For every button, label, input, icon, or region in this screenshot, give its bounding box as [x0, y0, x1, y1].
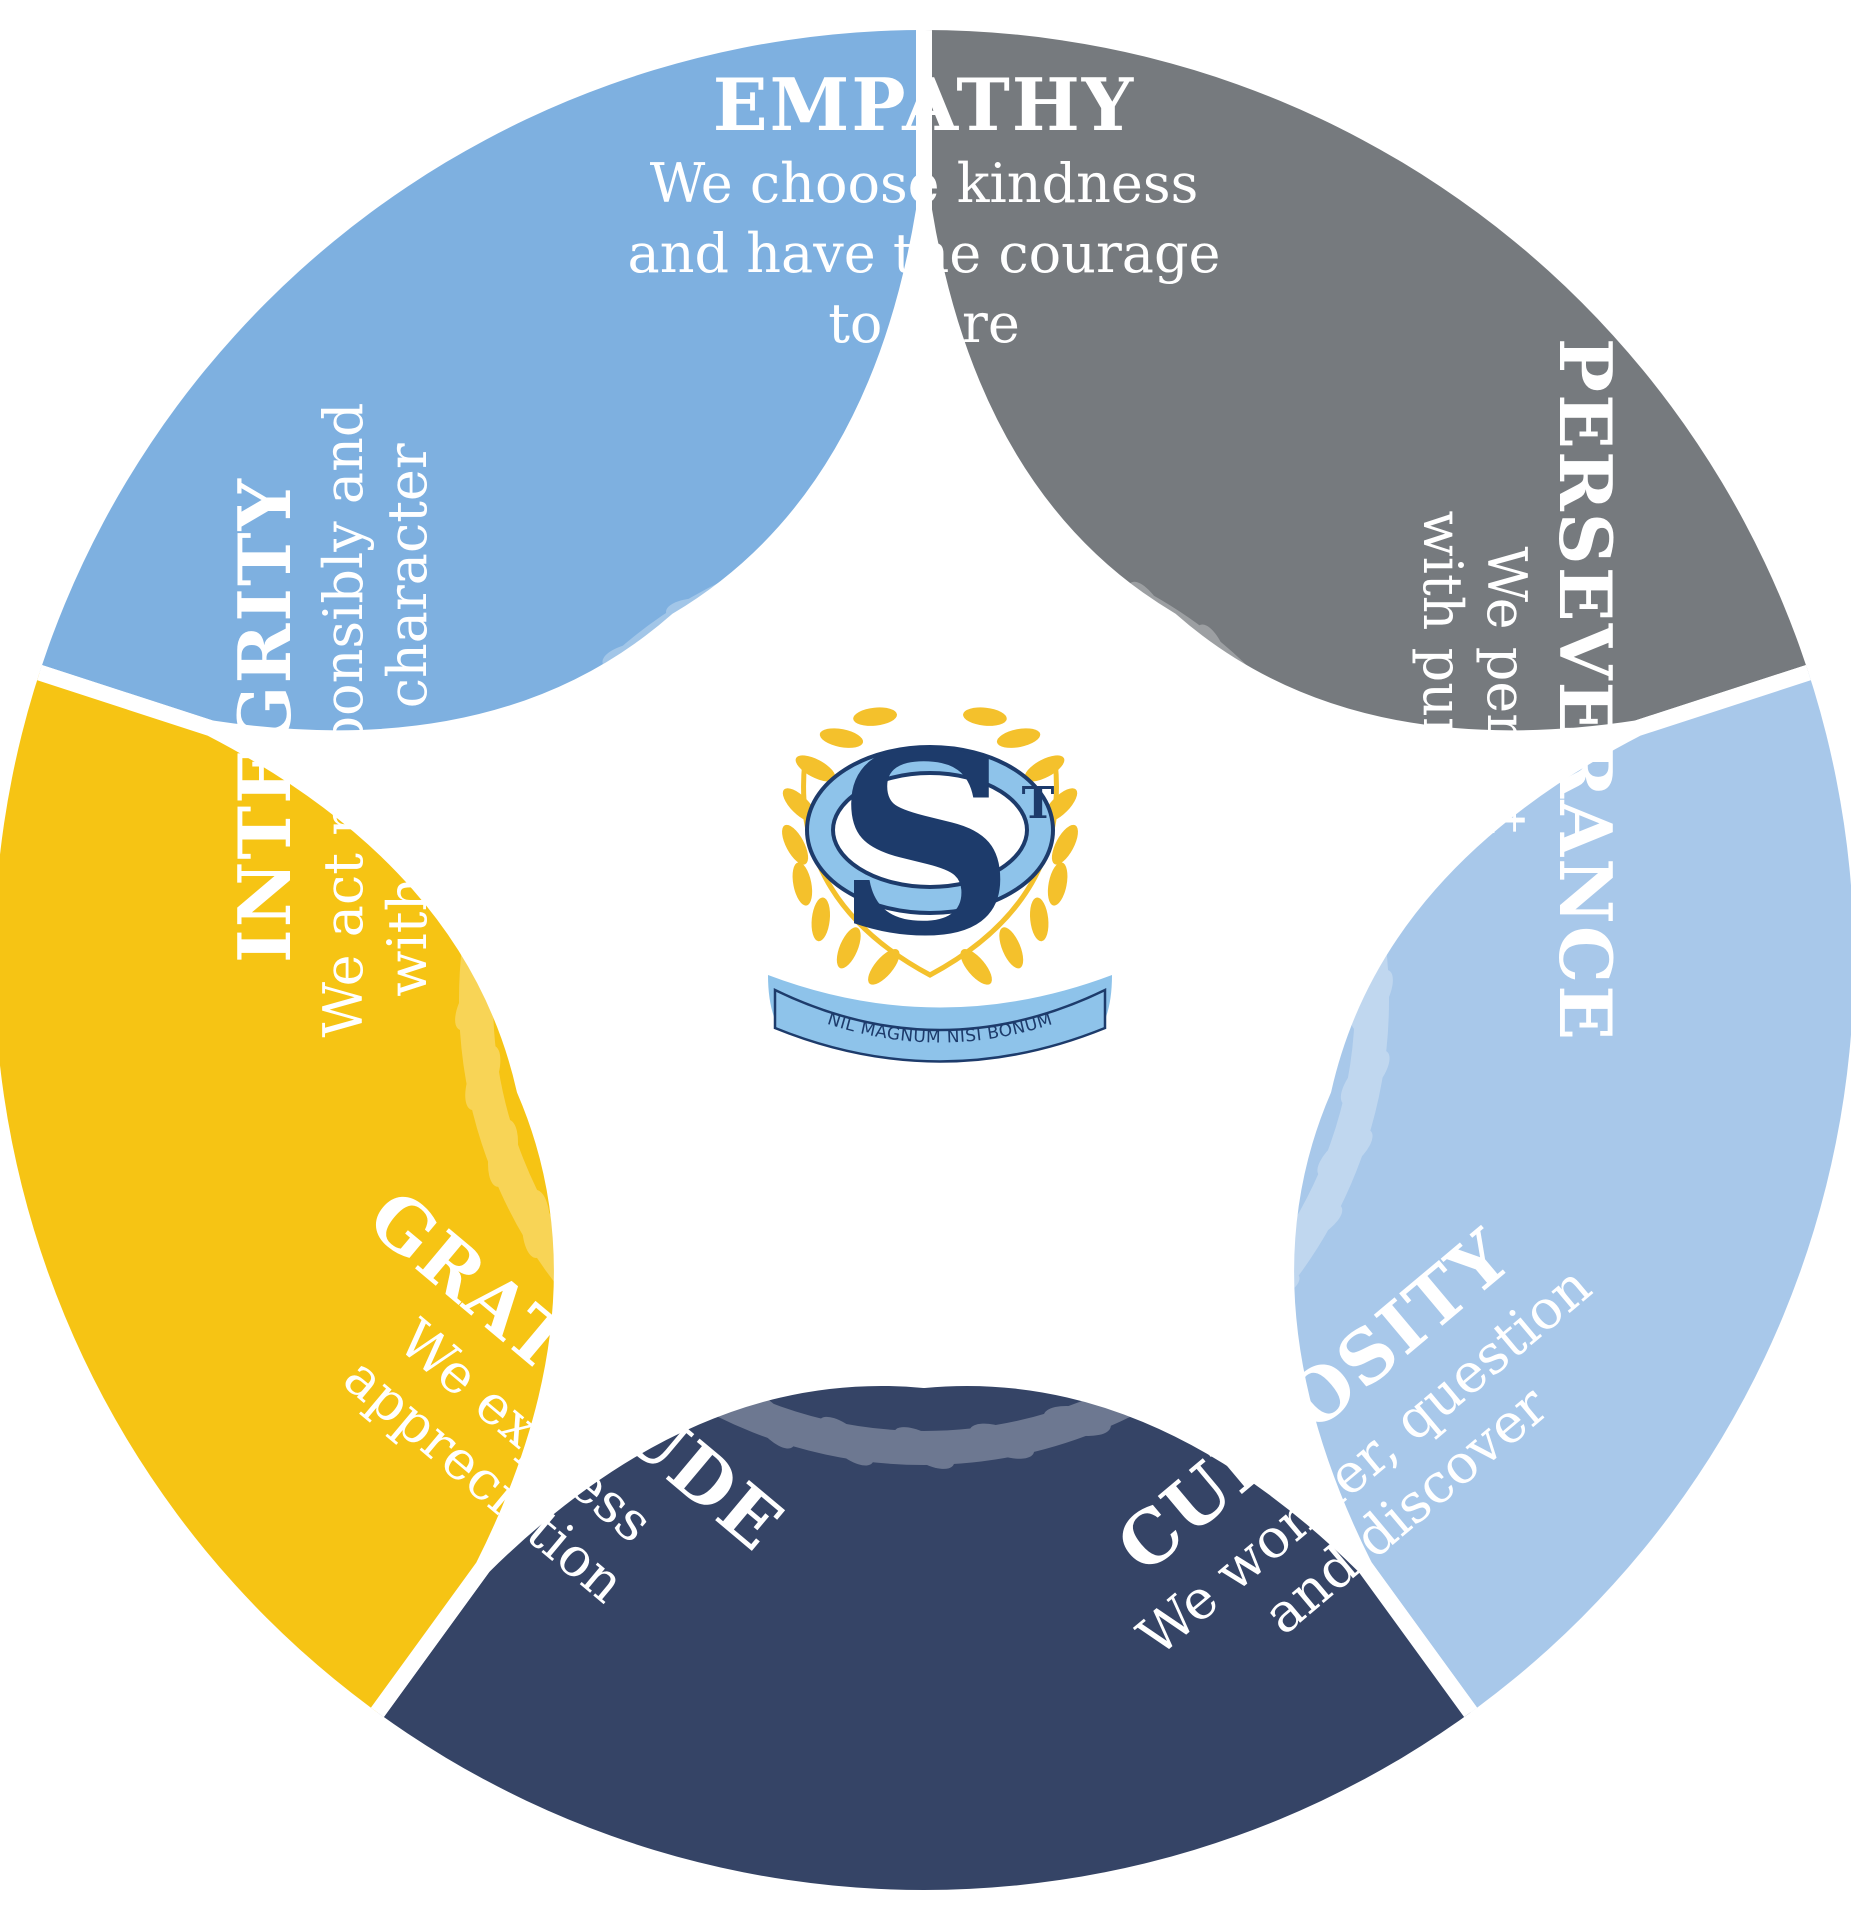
integrity-title: INTEGRITY	[222, 477, 307, 963]
empathy-description-line: We choose kindness	[650, 152, 1199, 215]
crest-leaf	[836, 927, 861, 969]
watermark-leaf	[1351, 969, 1393, 1031]
watermark-leaf	[1329, 813, 1360, 881]
empathy-title: EMPATHY	[713, 62, 1135, 147]
crest-leaf	[1047, 862, 1068, 906]
watermark-leaf	[1194, 624, 1230, 690]
watermark-leaf	[1114, 1373, 1182, 1402]
watermark-leaf	[893, 1427, 955, 1469]
watermark-leaf	[455, 969, 497, 1031]
watermark-leaf	[969, 1423, 1035, 1459]
school-crest: S T NIL MAGNUM NISI BONUM	[768, 697, 1112, 1063]
watermark-leaf	[746, 1393, 796, 1449]
watermark-leaf	[679, 1357, 721, 1419]
perseverance-description-line: with purpose	[1411, 510, 1474, 869]
watermark-leaf	[974, 534, 1030, 584]
crest-leaf	[853, 707, 897, 726]
empathy-description-line: and have the courage	[628, 222, 1221, 285]
empathy-description-line: to care	[828, 292, 1020, 355]
crest-leaf	[963, 707, 1007, 726]
watermark-leaf	[1347, 889, 1383, 955]
watermark-leaf	[1052, 551, 1102, 607]
watermark-leaf	[813, 541, 879, 577]
watermark-leaf	[522, 1190, 551, 1258]
crest-leaf	[782, 824, 809, 865]
watermark-leaf	[548, 694, 614, 730]
watermark-leaf	[1340, 1050, 1390, 1106]
crest-leaf	[996, 728, 1041, 748]
watermark-leaf	[1297, 742, 1326, 810]
watermark-leaf	[1317, 1128, 1373, 1178]
watermark-leaf	[465, 1045, 501, 1111]
watermark-leaf	[1127, 581, 1169, 643]
crest-letter-s: S	[835, 697, 1016, 991]
watermark-leaf	[1281, 1203, 1343, 1245]
perseverance-description-line: We persist	[1475, 547, 1538, 834]
watermark-leaf	[1252, 678, 1283, 746]
motto-banner	[768, 975, 1112, 1030]
motto-ribbon	[773, 988, 1107, 1063]
watermark-leaf	[737, 564, 805, 595]
watermark-leaf	[565, 1254, 596, 1322]
watermark-leaf	[505, 755, 567, 797]
watermark-leaf	[458, 894, 508, 950]
crest-leaf	[868, 949, 900, 985]
watermark-leaf	[1178, 1328, 1246, 1359]
watermark-leaf	[818, 1416, 874, 1466]
watermark-leaf	[1234, 1270, 1300, 1306]
crest-leaf	[811, 897, 831, 942]
watermark-leaf	[1043, 1405, 1111, 1436]
watermark-leaf	[893, 531, 955, 573]
watermark-leaf	[666, 598, 734, 627]
crest-leaf	[999, 927, 1024, 969]
wreath-watermark	[455, 531, 1393, 1469]
integrity-description-line: We act responsibly and	[312, 403, 375, 1038]
crest-leaf	[960, 949, 992, 985]
watermark-leaf	[488, 1119, 519, 1187]
perseverance-title: PERSEVERANCE	[1543, 338, 1628, 1042]
watermark-leaf	[618, 1310, 654, 1376]
wreath-ring	[459, 535, 1389, 1465]
watermark-leaf	[602, 641, 670, 672]
crest-leaf	[1051, 824, 1078, 865]
watermark-leaf	[475, 822, 531, 872]
crest-leaf	[819, 728, 864, 748]
crest-leaf	[792, 862, 813, 906]
crest-leaf	[1029, 897, 1049, 942]
integrity-description-line: with good character	[376, 443, 439, 997]
crest-letter-t: T	[1022, 778, 1055, 829]
crest-c-band	[809, 749, 1051, 911]
